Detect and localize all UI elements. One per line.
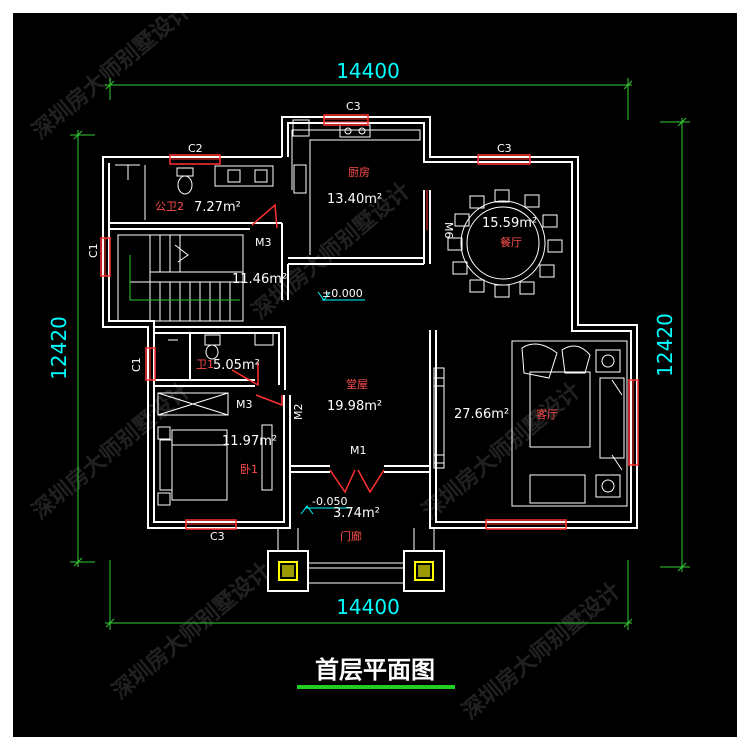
hall-name: 堂屋 [346,378,368,391]
porch-area: 3.74m² [333,506,380,521]
window-c1-upper: C1 [87,243,100,258]
window-c1-lower: C1 [130,357,143,372]
porch-name: 门廊 [340,529,362,543]
level-porch: -0.050 [312,495,347,508]
doors [231,203,385,494]
stair-area: 11.46m² [232,272,287,287]
door-m3-upper: M3 [255,236,272,249]
door-m3-lower: M3 [236,398,253,411]
bathroom1-fixtures [168,332,274,360]
door-m2: M2 [292,404,305,421]
dimension-right: 12420 [653,313,677,377]
window-c3-bottom: C3 [210,530,225,543]
living-name: 客厅 [536,407,558,421]
bedroom-name: 卧1 [240,463,258,476]
window-c3-top: C3 [346,100,361,113]
dining-area: 15.59m² [482,216,537,231]
window-c2: C2 [188,142,203,155]
dimension-bottom: 14400 [336,595,400,619]
dimension-top: 14400 [336,59,400,83]
bathroom1-name: 卫1 [196,358,214,371]
door-m1: M1 [350,444,367,457]
level-markers [300,291,365,515]
porch [267,528,445,592]
bathroom2-fixtures [115,164,274,220]
hall-area: 19.98m² [327,399,382,414]
bedroom-furniture [157,392,273,506]
dimension-left: 12420 [47,316,71,380]
level-main: ±0.000 [322,287,363,300]
windows [100,114,639,530]
bedroom-area: 11.97m² [222,434,277,449]
dining-table [447,189,563,298]
bathroom2-area: 7.27m² [194,200,241,215]
door-m6: M6 [442,222,455,239]
staircase [117,234,244,322]
bathroom1-area: 5.05m² [213,358,260,373]
dining-name: 餐厅 [500,235,522,249]
plan-title: 首层平面图 [315,656,435,684]
window-c3-dining: C3 [497,142,512,155]
title-underline [297,685,455,689]
kitchen-name: 厨房 [348,166,370,179]
bathroom2-name: 公卫2 [155,200,184,213]
dimension-lines [70,78,690,630]
kitchen-area: 13.40m² [327,192,382,207]
living-room-furniture [433,340,628,507]
living-area: 27.66m² [454,407,509,422]
canvas [13,13,737,737]
walls [102,116,638,529]
